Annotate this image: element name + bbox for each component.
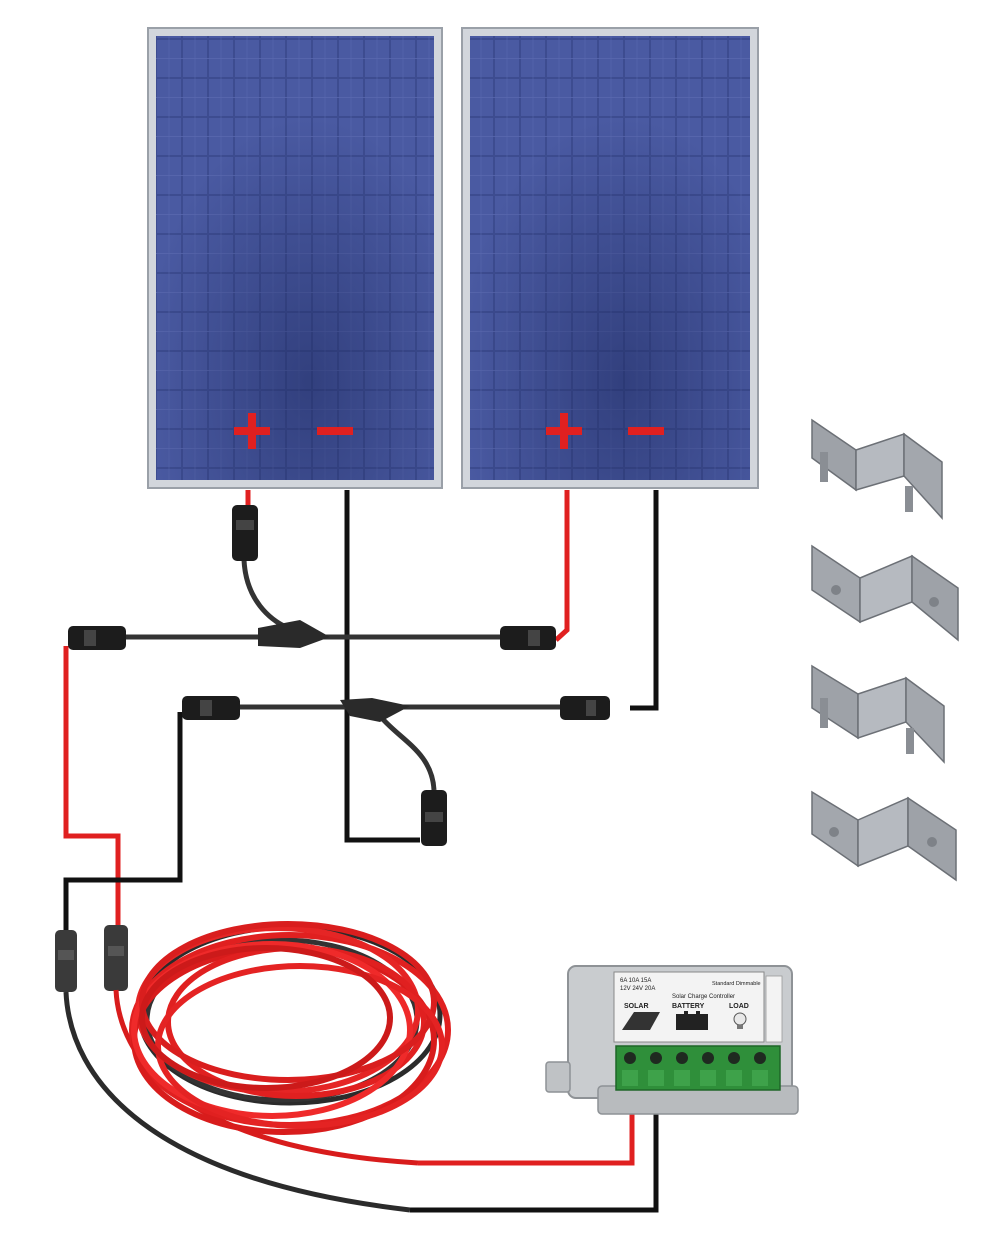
panel-1-plus-sign: [234, 413, 270, 449]
controller-terminal-block: [615, 1045, 781, 1091]
negative-wires: [63, 490, 659, 1213]
light-bulb-icon: [733, 1012, 747, 1029]
solar-charge-controller: 6A 10A 15A 12V 24V 20A Standard Dimmable…: [545, 965, 799, 1115]
controller-options-right: Standard Dimmable: [712, 981, 761, 987]
controller-label-battery: BATTERY: [672, 1003, 705, 1010]
cable-coil: [63, 921, 451, 1213]
battery-icon: [676, 1011, 708, 1030]
mc4-connector-right-top: [500, 626, 556, 650]
controller-label-load: LOAD: [729, 1003, 749, 1010]
solar-panel-1: [147, 27, 443, 489]
mounting-bracket-1: [811, 418, 943, 520]
controller-label-panel: [613, 971, 765, 1043]
mc4-connector-right-mid: [560, 696, 610, 720]
mounting-bracket-2: [811, 544, 959, 642]
mounting-bracket-3: [811, 664, 945, 764]
controller-options-row2: 12V 24V 20A: [620, 986, 655, 992]
y-branch-negative: [240, 698, 560, 791]
controller-side-label: [765, 975, 783, 1043]
solar-panel-2: [461, 27, 759, 489]
controller-title: Solar Charge Controller: [672, 994, 735, 1000]
controller-label-solar: SOLAR: [624, 1003, 649, 1010]
panel-2-minus-sign: [628, 427, 664, 435]
mc4-connector-cable-negative: [55, 930, 77, 992]
y-branch-positive: [125, 559, 500, 648]
mc4-connector-left-top: [68, 626, 126, 650]
mc4-connector-left-mid: [182, 696, 240, 720]
mc4-connector-cable-positive: [104, 925, 128, 991]
solar-panel-icon: [622, 1012, 660, 1030]
mounting-bracket-4: [811, 790, 957, 882]
mc4-connector-bottom-branch: [421, 790, 447, 846]
panel-1-minus-sign: [317, 427, 353, 435]
mc4-connector-panel1-plus: [232, 505, 258, 561]
panel-2-plus-sign: [546, 413, 582, 449]
controller-options-row1: 6A 10A 15A: [620, 978, 651, 984]
